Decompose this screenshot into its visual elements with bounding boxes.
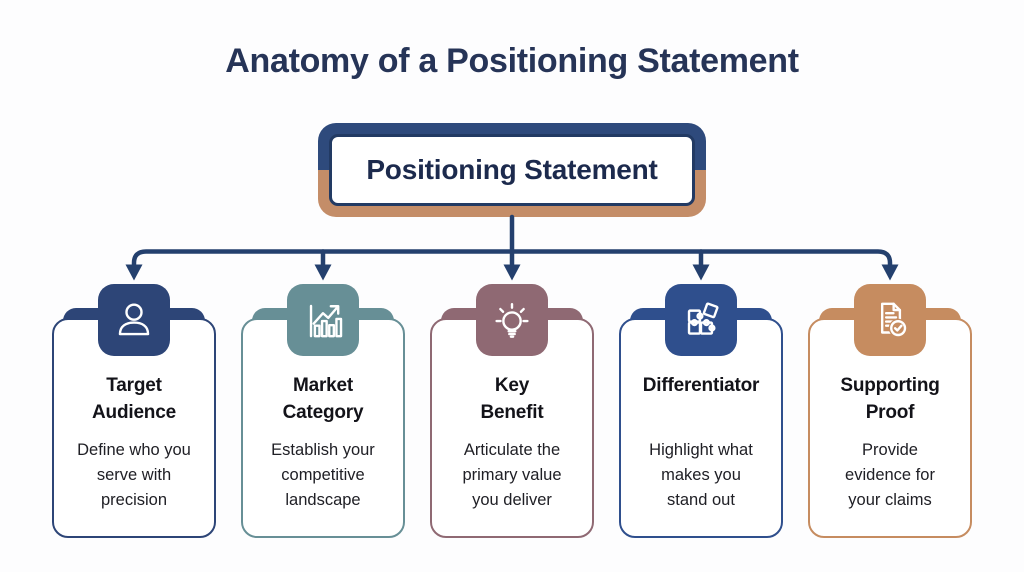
card-title: Market Category <box>282 375 364 423</box>
card-differentiator: Differentiator Highlight what makes you … <box>619 284 783 538</box>
document-check-icon <box>854 284 926 356</box>
card-supporting-proof: Supporting Proof Provide evidence for yo… <box>808 284 972 538</box>
positioning-statement-box: Positioning Statement <box>318 123 706 217</box>
card-title: Supporting Proof <box>840 375 940 423</box>
card-description: Establish your competitive landscape <box>271 441 375 509</box>
person-icon <box>98 284 170 356</box>
card-target-audience: Target Audience Define who you serve wit… <box>52 284 216 538</box>
card-description: Define who you serve with precision <box>77 441 191 509</box>
card-description: Provide evidence for your claims <box>845 441 935 509</box>
card-market-category: Market Category Establish your competiti… <box>241 284 405 538</box>
card-key-benefit: Key Benefit Articulate the primary value… <box>430 284 594 538</box>
page-title: Anatomy of a Positioning Statement <box>225 42 799 80</box>
card-title: Target Audience <box>92 375 176 423</box>
card-title: Differentiator <box>642 375 760 396</box>
card-description: Articulate the primary value you deliver <box>462 441 562 509</box>
lightbulb-icon <box>476 284 548 356</box>
puzzle-icon <box>665 284 737 356</box>
bar-chart-icon <box>287 284 359 356</box>
card-title: Key Benefit <box>480 375 544 423</box>
component-cards-row: Target Audience Define who you serve wit… <box>52 284 972 538</box>
positioning-statement-label: Positioning Statement <box>329 134 695 206</box>
card-description: Highlight what makes you stand out <box>649 441 753 509</box>
